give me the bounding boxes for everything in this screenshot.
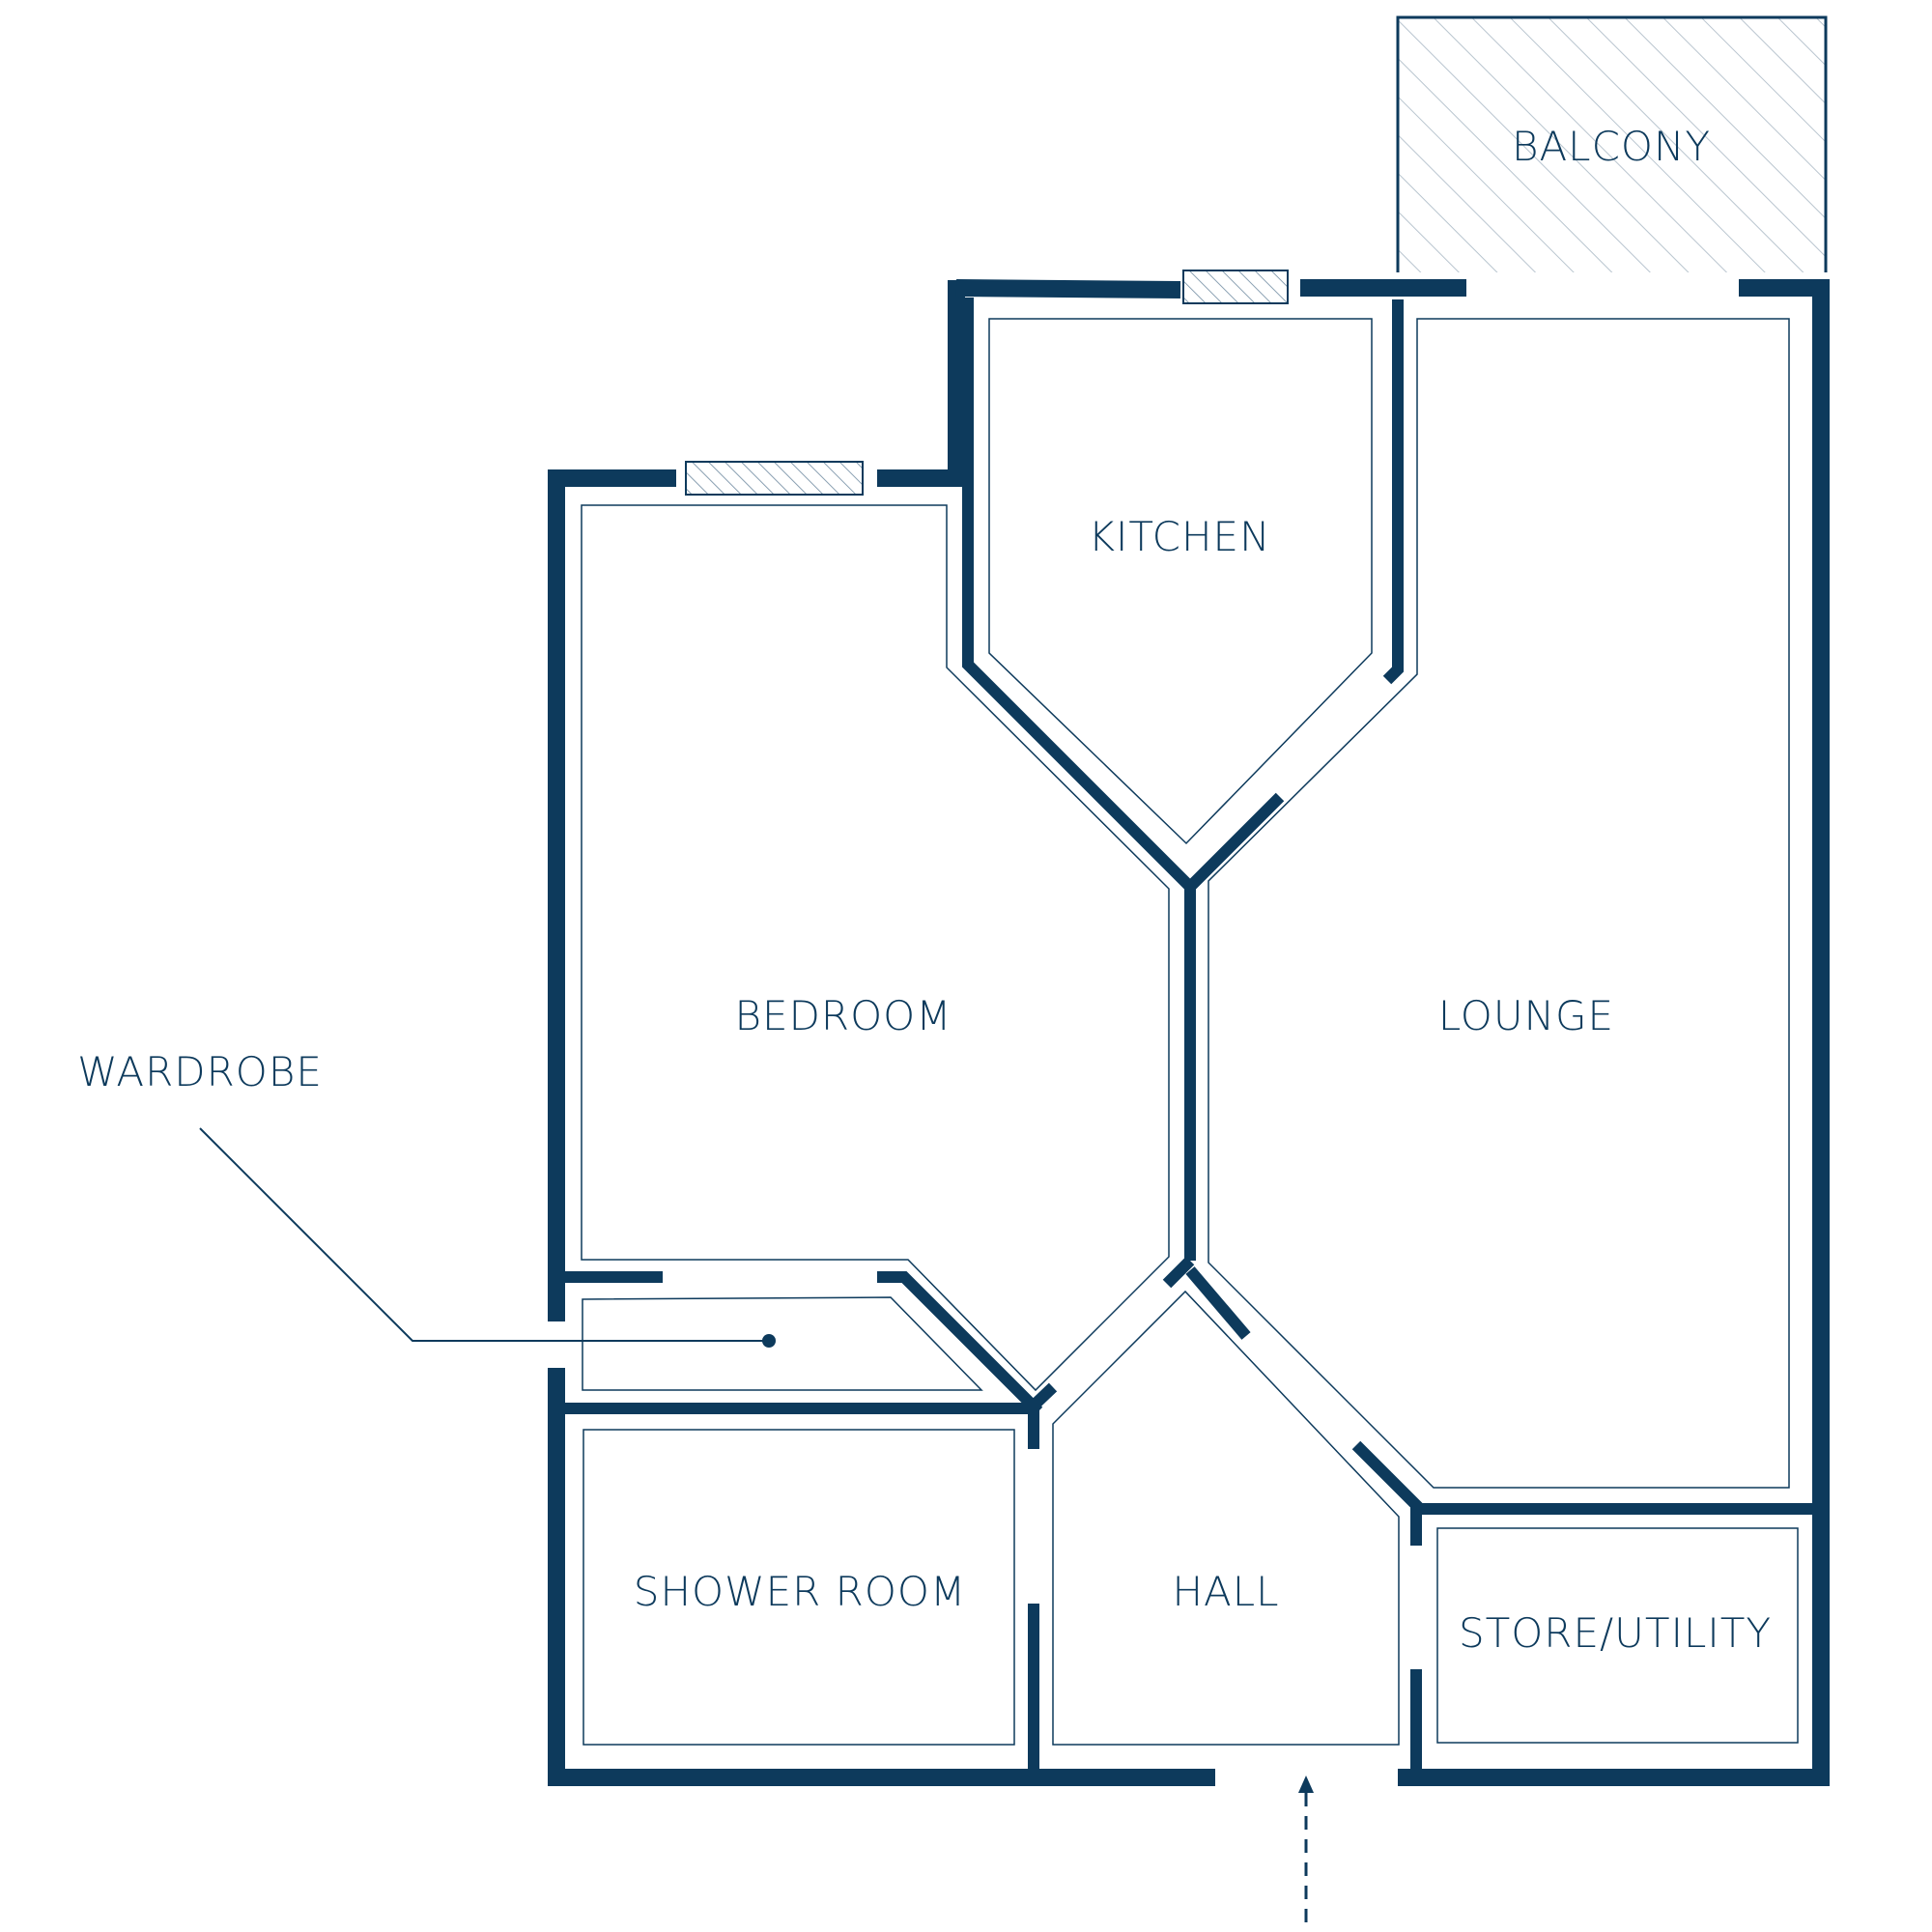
- leader-dot: [762, 1334, 776, 1348]
- window-bedroom: [685, 461, 864, 496]
- balcony: [1396, 15, 1828, 272]
- label-lounge: LOUNGE: [1438, 992, 1614, 1039]
- label-kitchen: KITCHEN: [1089, 513, 1271, 560]
- wardrobe-leader: [199, 1127, 776, 1348]
- label-balcony: BALCONY: [1512, 123, 1711, 170]
- label-store-utility: STORE/UTILITY: [1459, 1609, 1772, 1657]
- label-shower-room: SHOWER ROOM: [634, 1568, 966, 1615]
- inner-lines: [581, 318, 1799, 1746]
- window-kitchen: [1182, 270, 1289, 304]
- label-wardrobe: WARDROBE: [77, 1048, 323, 1095]
- entrance-arrow-icon: [1298, 1776, 1314, 1922]
- interior-walls: [562, 298, 1821, 1772]
- label-bedroom: BEDROOM: [735, 992, 952, 1039]
- windows: [685, 270, 1289, 496]
- outer-walls: [548, 279, 1830, 1786]
- label-hall: HALL: [1172, 1568, 1279, 1615]
